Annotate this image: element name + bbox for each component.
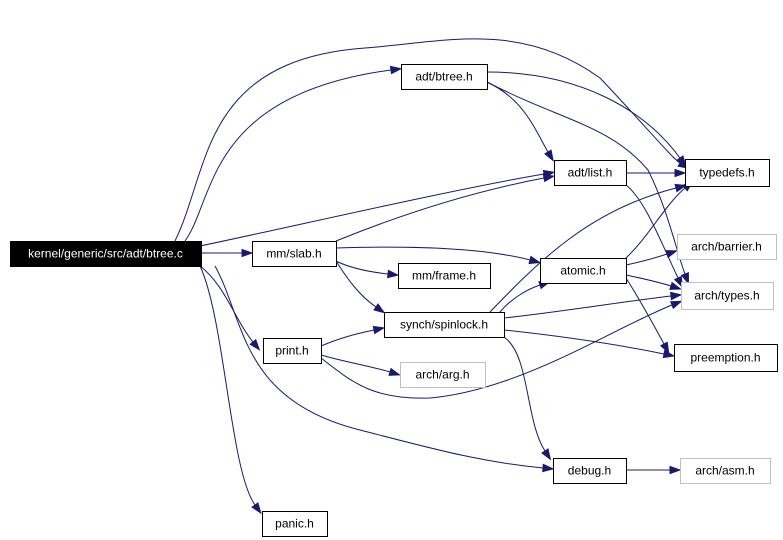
- node-label: arch/arg.h: [415, 368, 469, 382]
- node-box[interactable]: [680, 458, 771, 484]
- node-label: arch/asm.h: [695, 464, 754, 478]
- node-box[interactable]: [554, 160, 627, 186]
- edge-atomic_h-to-preemption_h: [625, 277, 670, 355]
- edge-debug_h-to-asm_h: [626, 465, 682, 475]
- edge-btree_c-to-print_h: [199, 265, 261, 351]
- node-preemption-h[interactable]: preemption.h: [674, 344, 778, 372]
- node-label: kernel/generic/src/adt/btree.c: [28, 247, 183, 261]
- node-slab-h[interactable]: mm/slab.h: [252, 241, 337, 267]
- node-label: mm/frame.h: [412, 269, 476, 283]
- node-box[interactable]: [401, 64, 488, 90]
- node-box[interactable]: [400, 362, 486, 388]
- node-types-h[interactable]: arch/types.h: [681, 282, 774, 310]
- node-label: adt/btree.h: [415, 70, 472, 84]
- edge-list_h-to-types_h: [625, 184, 683, 289]
- edge-slab_h-to-frame_h: [335, 260, 400, 279]
- node-barrier-h[interactable]: arch/barrier.h: [677, 234, 777, 260]
- edge-slab_h-to-list_h: [335, 173, 556, 242]
- node-debug-h[interactable]: debug.h: [553, 458, 627, 484]
- node-arg-h[interactable]: arch/arg.h: [400, 362, 486, 388]
- node-spinlock-h[interactable]: synch/spinlock.h: [384, 312, 505, 338]
- node-label: adt/list.h: [568, 166, 613, 180]
- edge-btree_c-to-list_h: [199, 169, 556, 247]
- edge-btree_h-to-types_h: [486, 81, 690, 285]
- edge-btree_c-to-panic_h: [199, 265, 262, 515]
- edge-print_h-to-spinlock_h: [320, 325, 386, 347]
- node-box[interactable]: [252, 241, 337, 267]
- node-label: synch/spinlock.h: [400, 318, 488, 332]
- node-label: panic.h: [275, 517, 314, 531]
- node-label: print.h: [275, 344, 308, 358]
- node-label: debug.h: [568, 464, 611, 478]
- node-btree-h[interactable]: adt/btree.h: [401, 64, 488, 90]
- node-box[interactable]: [263, 338, 322, 364]
- node-btree-c[interactable]: kernel/generic/src/adt/btree.c: [10, 241, 202, 267]
- node-frame-h[interactable]: mm/frame.h: [398, 263, 491, 289]
- edge-btree_c-to-debug_h: [214, 265, 555, 473]
- node-label: preemption.h: [690, 351, 760, 365]
- edge-list_h-to-typedefs_h: [626, 168, 687, 178]
- edge-spinlock_h-to-types_h: [503, 291, 683, 319]
- node-box[interactable]: [685, 159, 770, 187]
- nodes-layer: kernel/generic/src/adt/btree.c adt/btree.…: [10, 64, 778, 537]
- edges-layer: [174, 38, 694, 515]
- node-box[interactable]: [262, 511, 328, 537]
- node-box[interactable]: [681, 282, 774, 310]
- node-box[interactable]: [384, 312, 505, 338]
- edge-spinlock_h-to-preemption_h: [503, 329, 676, 359]
- node-asm-h[interactable]: arch/asm.h: [680, 458, 771, 484]
- edge-btree_c-to-btree_h: [184, 65, 403, 242]
- edge-print_h-to-types_h: [320, 300, 683, 399]
- node-box[interactable]: [540, 258, 627, 284]
- node-typedefs-h[interactable]: typedefs.h: [685, 159, 770, 187]
- edge-spinlock_h-to-typedefs_h: [489, 183, 688, 313]
- node-print-h[interactable]: print.h: [263, 338, 322, 364]
- node-list-h[interactable]: adt/list.h: [554, 160, 627, 186]
- node-label: arch/barrier.h: [691, 240, 762, 254]
- edge-spinlock_h-to-debug_h: [503, 336, 552, 461]
- node-panic-h[interactable]: panic.h: [262, 511, 328, 537]
- edge-btree_h-to-list_h: [486, 81, 554, 162]
- edge-atomic_h-to-barrier_h: [625, 250, 678, 266]
- node-label: typedefs.h: [699, 166, 754, 180]
- node-label: arch/types.h: [694, 289, 759, 303]
- node-box[interactable]: [398, 263, 491, 289]
- node-box[interactable]: [674, 344, 778, 372]
- edge-atomic_h-to-types_h: [625, 274, 682, 290]
- node-box[interactable]: [677, 234, 777, 260]
- edge-slab_h-to-atomic_h: [335, 246, 542, 265]
- node-box[interactable]: [10, 241, 202, 267]
- edge-btree_c-to-slab_h: [201, 248, 254, 258]
- node-label: mm/slab.h: [266, 247, 321, 261]
- node-box[interactable]: [553, 458, 627, 484]
- edge-btree_h-to-typedefs_h: [486, 71, 687, 168]
- node-atomic-h[interactable]: atomic.h: [540, 258, 627, 284]
- node-label: atomic.h: [560, 264, 605, 278]
- edge-print_h-to-arg_h: [320, 354, 402, 376]
- edge-spinlock_h-to-atomic_h: [499, 281, 551, 313]
- edge-slab_h-to-spinlock_h: [335, 260, 386, 314]
